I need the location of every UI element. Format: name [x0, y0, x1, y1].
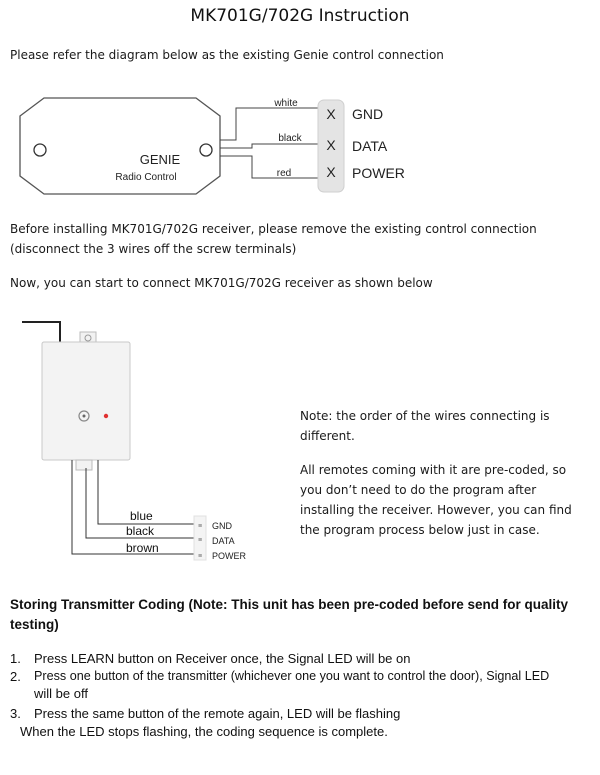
genie-left-mount-hole [33, 143, 47, 157]
receiver-top-screw [84, 334, 92, 342]
terminal-screw-mark: X [326, 137, 336, 153]
genie-right-mount-hole [199, 143, 213, 157]
receiver-terminal-mark: ≡ [198, 537, 202, 544]
genie-wire-label: red [277, 168, 291, 179]
receiver-wire-black [85, 468, 196, 539]
terminal-screw-mark: X [326, 106, 336, 122]
receiver-terminal-label-power: POWER [212, 551, 247, 561]
coding-closing-text: When the LED stops flashing, the coding … [20, 724, 388, 739]
receiver-wire-label: blue [130, 509, 153, 523]
terminal-label-data: DATA [352, 138, 388, 154]
genie-wire-black [220, 143, 322, 149]
receiver-wire-label: brown [126, 541, 159, 555]
genie-wire-red [220, 155, 322, 179]
genie-terminal-block [317, 99, 345, 193]
receiver-terminal-mark: ≡ [198, 523, 202, 530]
genie-wire-white [220, 107, 322, 141]
genie-device-subtitle: Radio Control [115, 172, 176, 183]
terminal-label-gnd: GND [352, 106, 383, 122]
receiver-terminal-block [193, 515, 207, 561]
receiver-wire-label: black [126, 524, 155, 538]
receiver-terminal-mark: ≡ [198, 553, 202, 560]
receiver-learn-button-center [82, 414, 86, 418]
step-number: 2. [10, 669, 21, 684]
receiver-learn-button [78, 410, 90, 422]
remove-instruction-line1: Before installing MK701G/702G receiver, … [10, 222, 537, 236]
intro-text: Please refer the diagram below as the ex… [10, 48, 444, 62]
connect-instruction: Now, you can start to connect MK701G/702… [10, 276, 433, 290]
receiver-wire-blue [97, 460, 196, 525]
genie-wire-label: black [278, 133, 302, 144]
note-paragraph-line: installing the receiver. However, you ca… [300, 503, 572, 517]
genie-wire-label: white [273, 98, 298, 109]
receiver-signal-led [103, 413, 109, 419]
note-paragraph-line: All remotes coming with it are pre-coded… [300, 463, 567, 477]
note-paragraph-line: you don’t need to do the program after [300, 483, 537, 497]
receiver-wire-brown [71, 460, 196, 555]
receiver-connection-diagram: blue black brown ≡ ≡ ≡ GND DATA POWER [22, 321, 247, 561]
terminal-screw-mark: X [326, 164, 336, 180]
remove-instruction-line2: (disconnect the 3 wires off the screw te… [10, 242, 297, 256]
coding-heading-line2: testing) [10, 617, 59, 632]
note-line: Note: the order of the wires connecting … [300, 409, 550, 423]
step-text: Press one button of the transmitter (whi… [34, 669, 550, 683]
coding-heading-line1: Storing Transmitter Coding (Note: This u… [10, 597, 569, 612]
genie-device-body [19, 97, 221, 195]
step-text: Press LEARN button on Receiver once, the… [34, 651, 411, 666]
receiver-body [41, 341, 131, 461]
page-title: MK701G/702G Instruction [190, 6, 410, 26]
genie-device-name: GENIE [140, 152, 181, 167]
note-paragraph-line: the program process below just in case. [300, 523, 540, 537]
receiver-antenna [22, 321, 61, 344]
receiver-terminal-label-gnd: GND [212, 521, 233, 531]
step-number: 1. [10, 651, 21, 666]
step-text-continued: will be off [34, 686, 88, 701]
genie-connection-diagram: GENIE Radio Control white black red X X … [19, 97, 405, 195]
receiver-terminal-label-data: DATA [212, 536, 235, 546]
receiver-bottom-tab [75, 459, 93, 471]
step-text: Press the same button of the remote agai… [34, 706, 401, 721]
terminal-label-power: POWER [352, 165, 405, 181]
step-number: 3. [10, 706, 21, 721]
note-line: different. [300, 429, 355, 443]
